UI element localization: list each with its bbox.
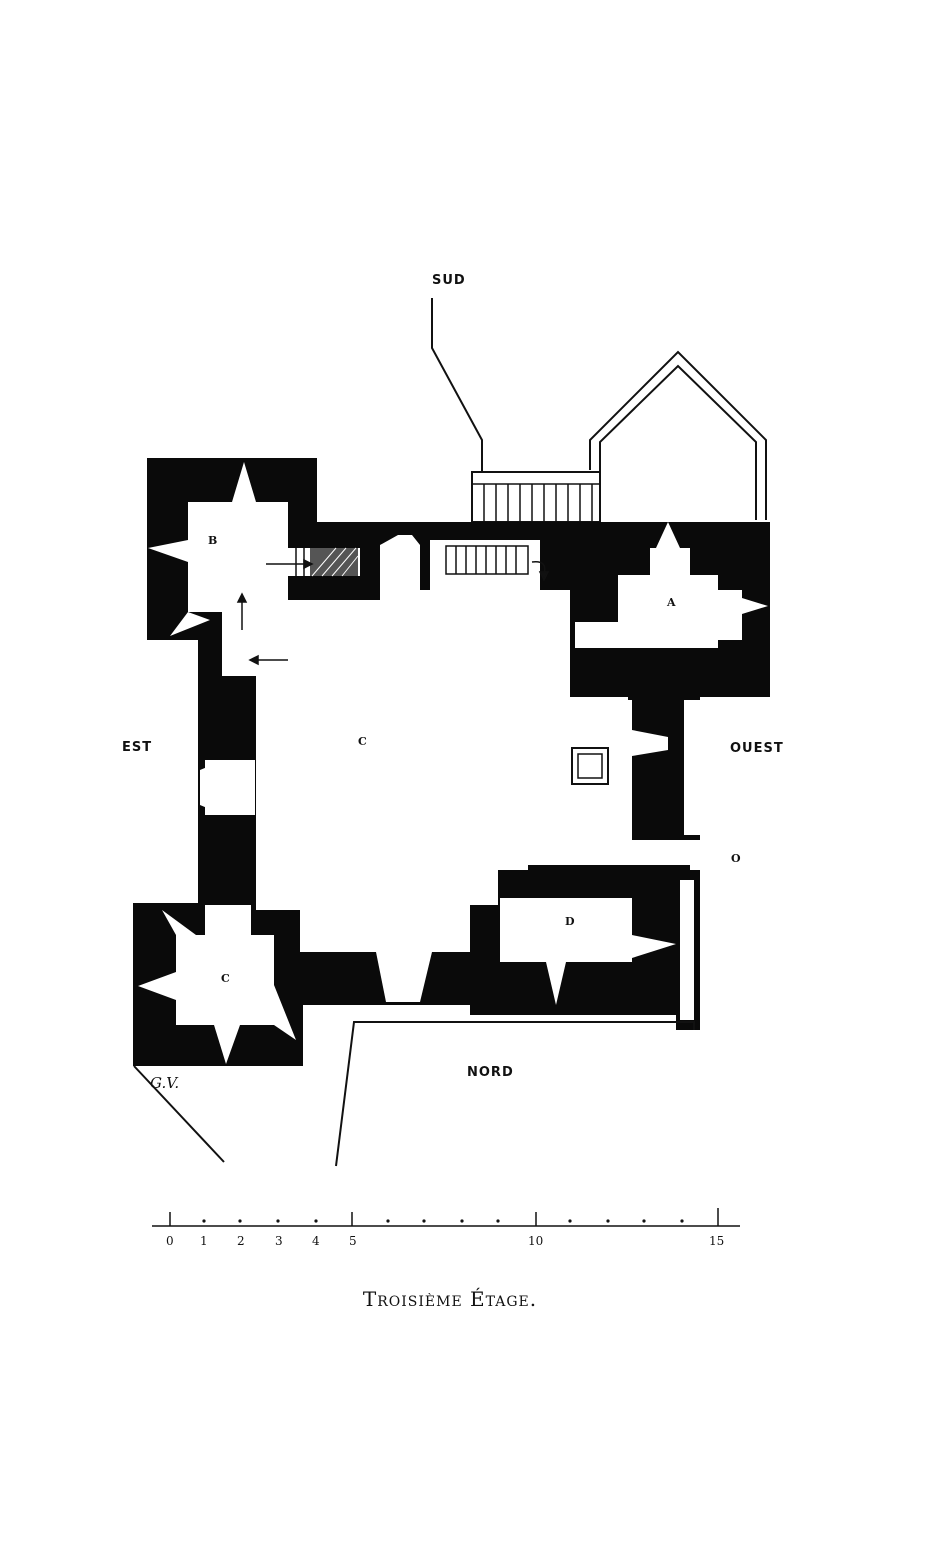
label-east: EST [122, 740, 152, 755]
scale-tick-5: 5 [349, 1234, 357, 1248]
room-label-c-corner: C [221, 972, 230, 985]
scale-tick-15: 15 [709, 1234, 724, 1248]
roof-outline [589, 350, 767, 520]
room-label-d: D [565, 915, 575, 928]
window-embrasures [138, 462, 768, 1064]
interior-stairs-top [445, 545, 529, 575]
interior-stairs-b [288, 547, 360, 577]
south-approach-line [431, 298, 483, 472]
north-wall-line [335, 1021, 695, 1167]
scale-tick-10: 10 [528, 1234, 543, 1248]
scale-tick-2: 2 [237, 1234, 245, 1248]
room-label-c-main: C [358, 735, 367, 748]
room-label-b: B [208, 534, 217, 547]
roof-inner-outline [599, 364, 757, 520]
room-label-o: O [731, 852, 741, 865]
exterior-staircase [471, 471, 601, 523]
well-square [571, 747, 609, 785]
scale-tick-1: 1 [200, 1234, 208, 1248]
scale-bar: 0 1 2 3 4 5 10 15 [152, 1208, 740, 1248]
label-west: OUEST [730, 741, 784, 756]
label-north: NORD [467, 1065, 514, 1080]
figure-caption: Troisième Étage. [363, 1287, 537, 1311]
arrows [236, 558, 550, 666]
scale-tick-0: 0 [166, 1234, 174, 1248]
scale-tick-3: 3 [275, 1234, 283, 1248]
diagonal-line [133, 1065, 225, 1163]
signature-mark: G.V. [150, 1074, 179, 1092]
label-south: SUD [432, 273, 466, 288]
room-label-a: A [666, 596, 676, 609]
scale-tick-4: 4 [312, 1234, 320, 1248]
